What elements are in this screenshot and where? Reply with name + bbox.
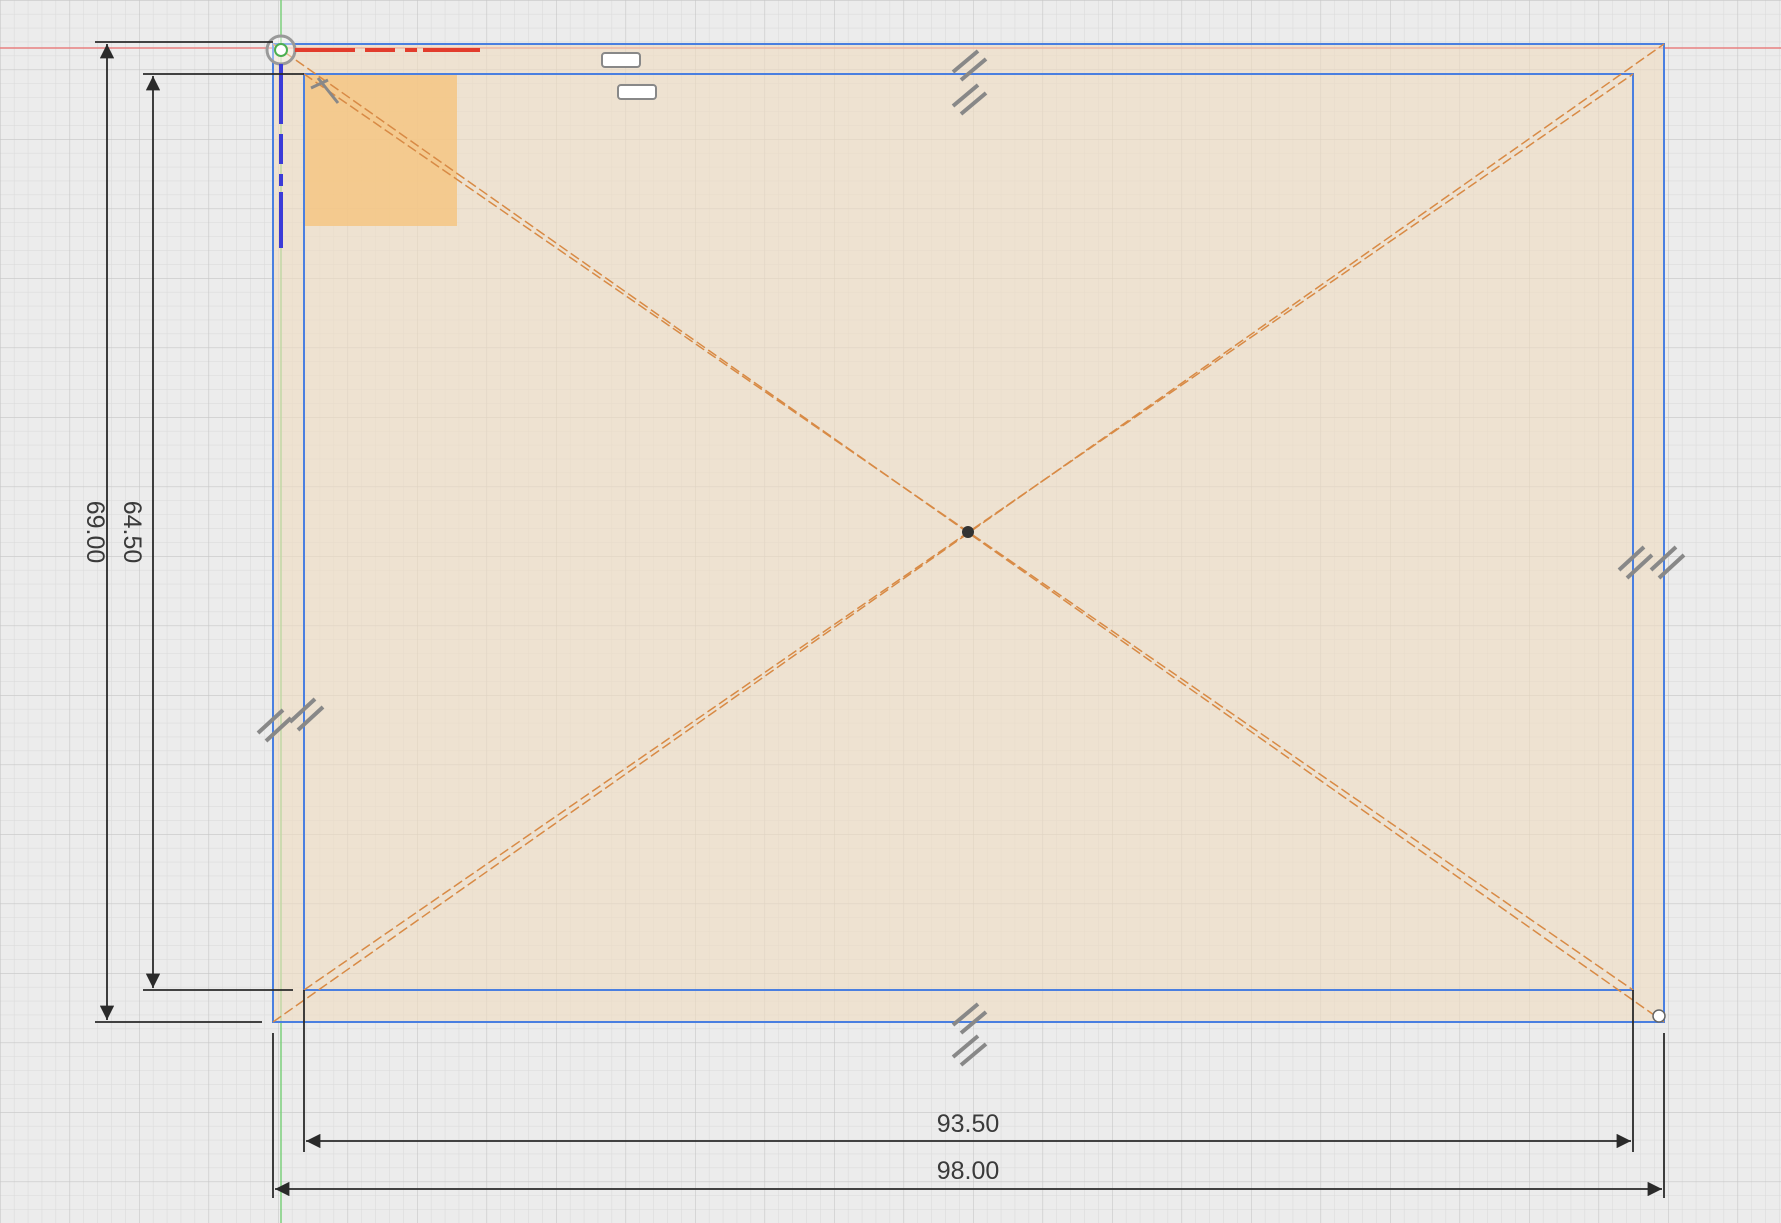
horizontal-constraint-icon[interactable]	[601, 52, 657, 100]
dim-inner-height-label[interactable]: 64.50	[118, 501, 146, 564]
dim-inner-width-label[interactable]: 93.50	[937, 1110, 1000, 1138]
dim-inner-width[interactable]	[303, 990, 1634, 1152]
selection-highlight	[304, 74, 457, 226]
dim-outer-width-label[interactable]: 98.00	[937, 1157, 1000, 1185]
origin-icon[interactable]	[265, 34, 297, 66]
corner-point-icon[interactable]	[1652, 1009, 1666, 1023]
parallel-constraint-icon[interactable]	[256, 49, 1686, 1067]
dim-outer-width[interactable]	[272, 1033, 1665, 1198]
outer-rectangle[interactable]	[272, 43, 1665, 1023]
dim-inner-height[interactable]	[143, 73, 304, 991]
center-point-icon[interactable]	[962, 526, 974, 538]
coincident-marker-icon	[310, 77, 340, 104]
dim-outer-height[interactable]	[95, 41, 273, 1023]
dim-outer-height-label[interactable]: 69.00	[81, 501, 109, 564]
